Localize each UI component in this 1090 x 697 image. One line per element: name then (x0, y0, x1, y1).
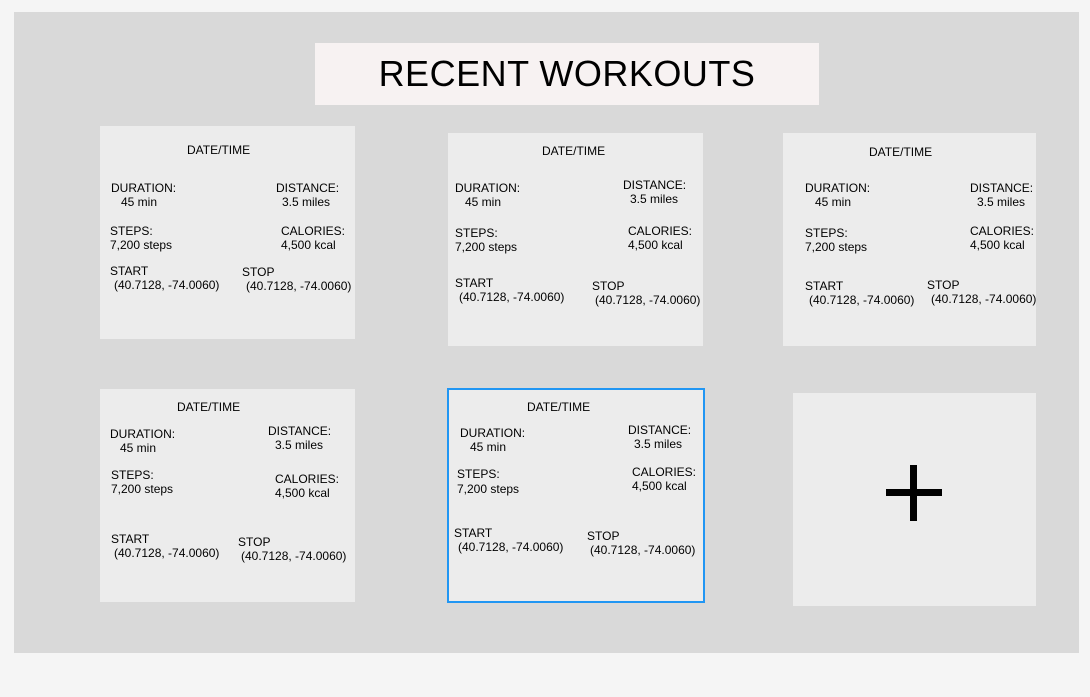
stop-label: STOP (592, 279, 625, 293)
duration-value: 45 min (120, 441, 157, 455)
calories-label: CALORIES: (628, 224, 693, 238)
workout-card[interactable]: DATE/TIME DURATION: 45 min DISTANCE: 3.5… (100, 389, 355, 602)
calories-value: 4,500 kcal (970, 238, 1025, 252)
start-coordinates: (40.7128, -74.0060) (459, 290, 565, 304)
workout-card-selected[interactable]: DATE/TIME DURATION: 45 min DISTANCE: 3.5… (447, 388, 705, 603)
plus-icon-vertical (910, 465, 917, 521)
duration-label: DURATION: (111, 181, 177, 195)
distance-label: DISTANCE: (628, 423, 692, 437)
date-time-label: DATE/TIME (869, 145, 933, 159)
duration-value: 45 min (815, 195, 852, 209)
stop-coordinates: (40.7128, -74.0060) (241, 549, 347, 563)
start-label: START (805, 279, 844, 293)
calories-value: 4,500 kcal (281, 238, 336, 252)
distance-value: 3.5 miles (634, 437, 683, 451)
date-time-label: DATE/TIME (542, 144, 606, 158)
stop-label: STOP (242, 265, 275, 279)
steps-value: 7,200 steps (111, 482, 174, 496)
stop-label: STOP (238, 535, 271, 549)
duration-label: DURATION: (110, 427, 176, 441)
stop-coordinates: (40.7128, -74.0060) (931, 292, 1037, 306)
start-label: START (455, 276, 494, 290)
start-label: START (111, 532, 150, 546)
start-coordinates: (40.7128, -74.0060) (114, 546, 220, 560)
duration-label: DURATION: (460, 426, 526, 440)
stop-coordinates: (40.7128, -74.0060) (595, 293, 701, 307)
start-label: START (110, 264, 149, 278)
calories-label: CALORIES: (632, 465, 697, 479)
calories-label: CALORIES: (275, 472, 340, 486)
stop-coordinates: (40.7128, -74.0060) (246, 279, 352, 293)
distance-value: 3.5 miles (630, 192, 679, 206)
steps-label: STEPS: (805, 226, 848, 240)
calories-value: 4,500 kcal (275, 486, 330, 500)
workout-card[interactable]: DATE/TIME DURATION: 45 min DISTANCE: 3.5… (783, 133, 1036, 346)
page-title: RECENT WORKOUTS (315, 43, 819, 105)
workout-card[interactable]: DATE/TIME DURATION: 45 min DISTANCE: 3.5… (448, 133, 703, 346)
duration-label: DURATION: (455, 181, 521, 195)
distance-value: 3.5 miles (282, 195, 331, 209)
start-coordinates: (40.7128, -74.0060) (809, 293, 915, 307)
add-workout-button[interactable] (793, 393, 1036, 606)
steps-label: STEPS: (111, 468, 154, 482)
date-time-label: DATE/TIME (527, 400, 591, 414)
stop-coordinates: (40.7128, -74.0060) (590, 543, 696, 557)
start-coordinates: (40.7128, -74.0060) (114, 278, 220, 292)
distance-value: 3.5 miles (977, 195, 1026, 209)
distance-label: DISTANCE: (276, 181, 340, 195)
calories-value: 4,500 kcal (628, 238, 683, 252)
steps-label: STEPS: (455, 226, 498, 240)
duration-value: 45 min (465, 195, 502, 209)
stop-label: STOP (927, 278, 960, 292)
calories-value: 4,500 kcal (632, 479, 687, 493)
steps-label: STEPS: (457, 467, 500, 481)
stop-label: STOP (587, 529, 620, 543)
distance-value: 3.5 miles (275, 438, 324, 452)
calories-label: CALORIES: (281, 224, 346, 238)
steps-label: STEPS: (110, 224, 153, 238)
date-time-label: DATE/TIME (187, 143, 251, 157)
steps-value: 7,200 steps (455, 240, 518, 254)
workout-card[interactable]: DATE/TIME DURATION: 45 min DISTANCE: 3.5… (100, 126, 355, 339)
steps-value: 7,200 steps (805, 240, 868, 254)
duration-value: 45 min (470, 440, 507, 454)
calories-label: CALORIES: (970, 224, 1035, 238)
duration-value: 45 min (121, 195, 158, 209)
steps-value: 7,200 steps (457, 482, 520, 496)
duration-label: DURATION: (805, 181, 871, 195)
start-label: START (454, 526, 493, 540)
steps-value: 7,200 steps (110, 238, 173, 252)
start-coordinates: (40.7128, -74.0060) (458, 540, 564, 554)
distance-label: DISTANCE: (623, 178, 687, 192)
distance-label: DISTANCE: (970, 181, 1034, 195)
date-time-label: DATE/TIME (177, 400, 241, 414)
distance-label: DISTANCE: (268, 424, 332, 438)
